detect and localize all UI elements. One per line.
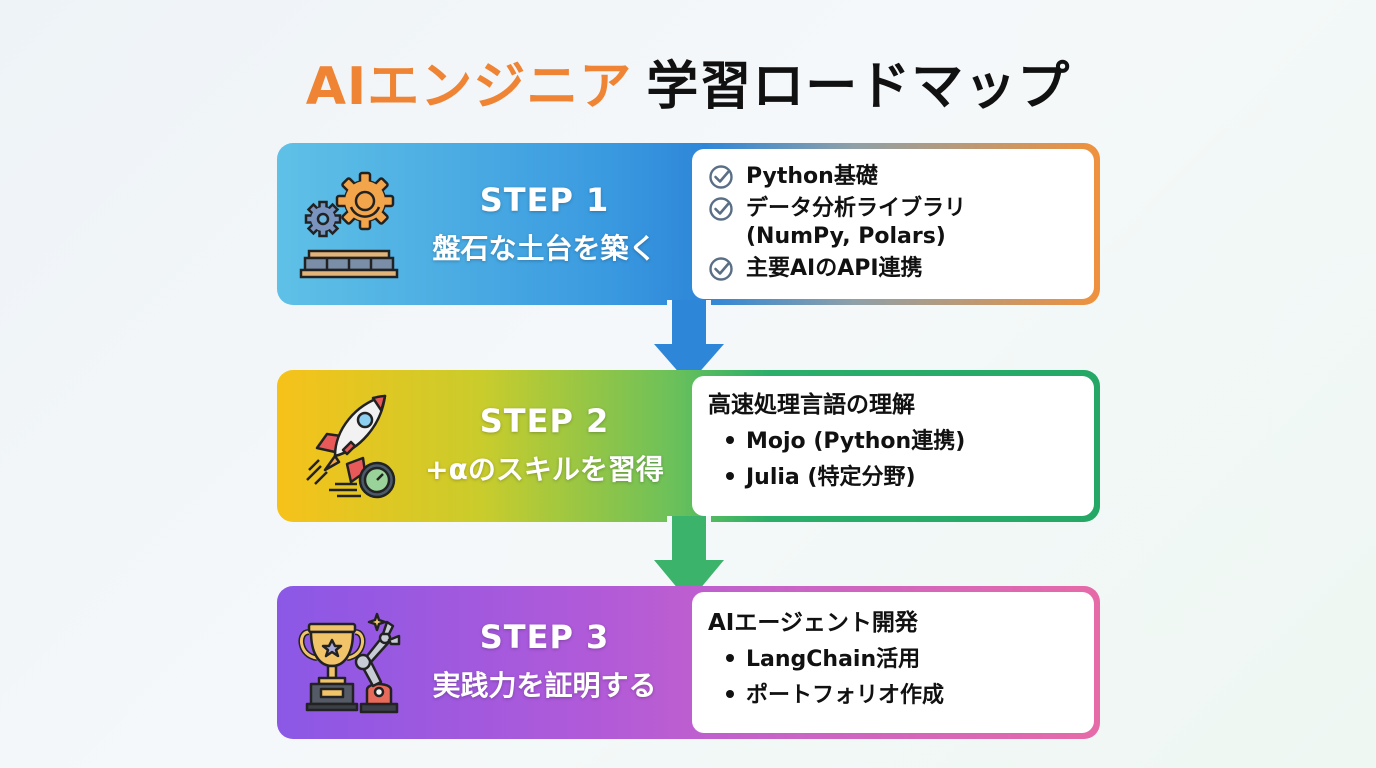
rocket-speedometer-icon xyxy=(306,394,396,499)
step-3-card: STEP 3 実践力を証明する AIエージェント開発 LangChain活用 ポ… xyxy=(277,586,1100,739)
step-2-card: STEP 2 +αのスキルを習得 高速処理言語の理解 Mojo (Python連… xyxy=(277,370,1100,522)
step-subtitle: 盤石な土台を築く xyxy=(432,232,657,265)
bullet-icon xyxy=(726,472,734,480)
step-subtitle: +αのスキルを習得 xyxy=(425,453,664,486)
check-item: 主要AIのAPI連携 xyxy=(708,255,1094,283)
gears-foundation-icon xyxy=(299,171,399,279)
title-main: 学習ロードマップ xyxy=(646,57,1071,117)
down-arrow-icon xyxy=(646,300,732,388)
down-arrow-icon xyxy=(646,516,732,606)
check-item-text: Python基礎 xyxy=(746,164,878,189)
check-circle-icon xyxy=(709,257,733,281)
check-item-text: 主要AIのAPI連携 xyxy=(746,256,923,281)
step-1-panel: Python基礎 データ分析ライブラリ (NumPy, Polars) 主要AI… xyxy=(692,149,1094,299)
step-number: STEP 1 xyxy=(479,181,610,219)
check-circle-icon xyxy=(709,197,733,221)
trophy-robot-arm-icon xyxy=(298,612,401,714)
step-3-label: STEP 3 実践力を証明する xyxy=(412,618,677,704)
step-1-card: STEP 1 盤石な土台を築く Python基礎 データ分析ライブラリ (Num… xyxy=(277,143,1100,305)
bullet-text: Julia (特定分野) xyxy=(746,465,916,490)
page-title: AIエンジニア学習ロードマップ xyxy=(0,44,1376,119)
panel-heading: AIエージェント開発 xyxy=(708,610,918,636)
title-accent: AIエンジニア xyxy=(305,57,633,117)
panel-heading: 高速処理言語の理解 xyxy=(708,392,915,418)
bullet-item: LangChain活用 xyxy=(726,646,1094,674)
bullet-item: Julia (特定分野) xyxy=(726,464,1094,492)
step-3-panel: AIエージェント開発 LangChain活用 ポートフォリオ作成 xyxy=(692,592,1094,733)
bullet-icon xyxy=(726,436,734,444)
check-item: Python基礎 xyxy=(708,163,1094,191)
bullet-text: ポートフォリオ作成 xyxy=(746,683,945,708)
step-number: STEP 3 xyxy=(479,618,610,656)
check-item-text: データ分析ライブラリ (NumPy, Polars) xyxy=(746,196,967,249)
bullet-text: LangChain活用 xyxy=(746,647,921,672)
step-1-label: STEP 1 盤石な土台を築く xyxy=(412,181,677,267)
step-subtitle: 実践力を証明する xyxy=(432,669,657,702)
bullet-item: Mojo (Python連携) xyxy=(726,428,1094,456)
bullet-icon xyxy=(726,690,734,698)
check-circle-icon xyxy=(709,165,733,189)
step-2-panel: 高速処理言語の理解 Mojo (Python連携) Julia (特定分野) xyxy=(692,376,1094,516)
bullet-icon xyxy=(726,654,734,662)
check-item: データ分析ライブラリ (NumPy, Polars) xyxy=(708,195,1094,251)
bullet-text: Mojo (Python連携) xyxy=(746,429,966,454)
step-number: STEP 2 xyxy=(479,402,610,440)
step-2-label: STEP 2 +αのスキルを習得 xyxy=(412,402,677,488)
bullet-item: ポートフォリオ作成 xyxy=(726,682,1094,710)
